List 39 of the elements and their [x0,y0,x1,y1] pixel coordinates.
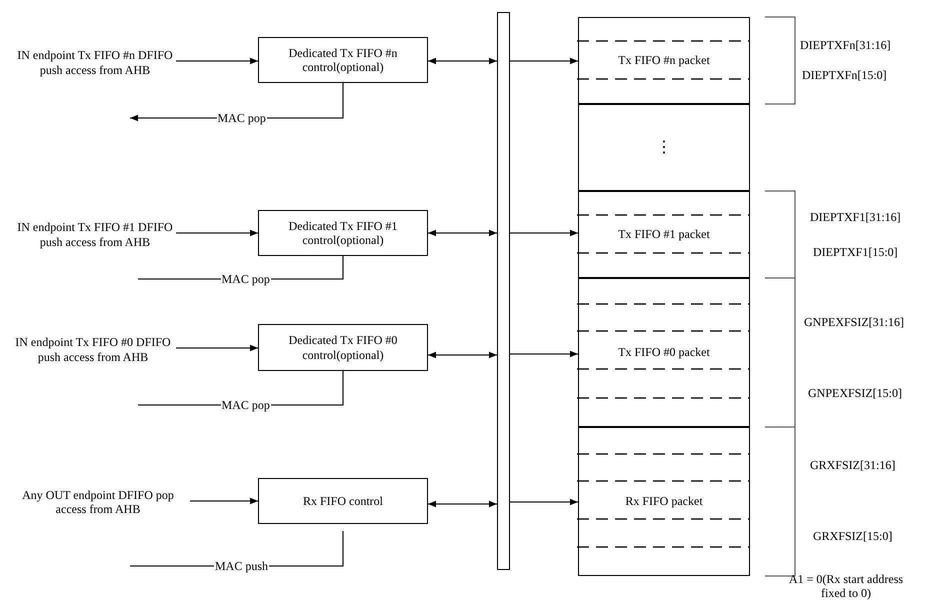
register-label: GNPEXFSIZ[15:0] [808,386,902,400]
control-box: Dedicated Tx FIFO #1 control(optional) [258,210,428,256]
memory-section: ⋮ [578,104,750,191]
arrow [510,350,578,358]
arrow [510,230,578,236]
bus-bar [497,12,510,570]
signal-text: IN endpoint Tx FIFO #n DFIFO push access from AHB [14,40,176,85]
register-label: GRXFSIZ[15:0] [813,529,892,544]
arrow [176,58,258,64]
arrow [428,230,498,236]
memory-section: Tx FIFO #n packet [578,17,750,104]
arrow [510,58,578,64]
signal-text: IN endpoint Tx FIFO #1 DFIFO push access from AHB [14,212,176,257]
arrow [176,344,258,352]
control-box: Dedicated Tx FIFO #n control(optional) [258,37,428,83]
signal-text: IN endpoint Tx FIFO #0 DFIFO push access from AHB [10,327,176,372]
arrow [190,498,258,504]
control-box: Dedicated Tx FIFO #0 control(optional) [258,324,428,371]
register-label: DIEPTXF1[31:16] [810,210,901,224]
register-label: GRXFSIZ[31:16] [810,458,896,472]
arrow [176,230,258,236]
arrow [428,58,498,64]
edge-label: MAC pop [220,272,271,286]
memory-section: Tx FIFO #1 packet [578,191,750,278]
edge-label: MAC pop [220,398,271,412]
register-label: DIEPTXFn[15:0] [802,68,887,82]
control-box: Rx FIFO control [258,478,428,524]
edge-label: MAC pop [216,112,267,125]
register-label: DIEPTXF1[15:0] [813,245,898,260]
arrow [428,352,498,358]
note-text: A1 = 0(Rx start address fixed to 0) [788,572,904,601]
memory-section: Tx FIFO #0 packet [578,278,750,427]
arrow [510,498,578,506]
register-label: GNPEXFSIZ[31:16] [804,315,904,330]
arrow [428,500,498,508]
edge-label: MAC push [214,560,270,573]
signal-text: Any OUT endpoint DFIFO pop access from AHB [6,487,190,517]
register-label: DIEPTXFn[31:16] [800,38,891,52]
memory-section: Rx FIFO packet [578,427,750,576]
